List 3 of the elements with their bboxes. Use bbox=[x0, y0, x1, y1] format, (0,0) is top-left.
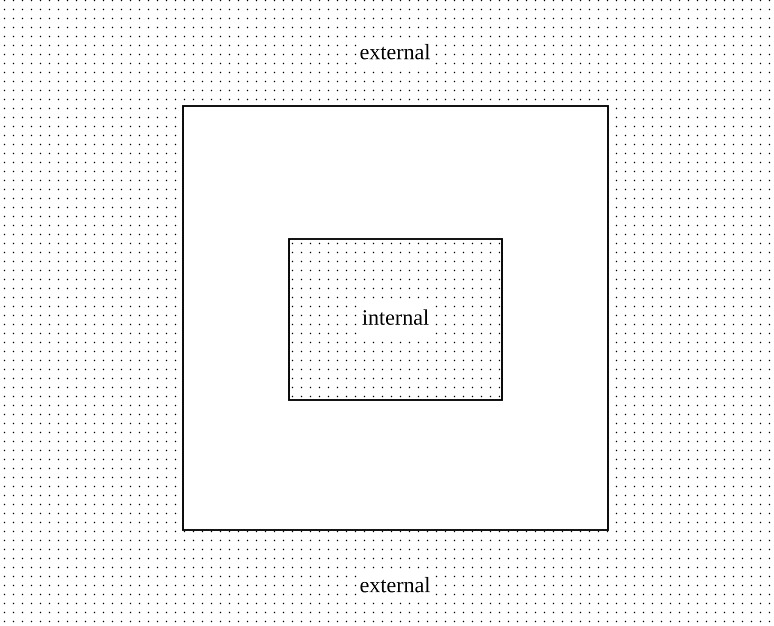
region-label: external bbox=[358, 40, 432, 68]
inner-box: internal bbox=[288, 238, 503, 401]
region-label: external bbox=[358, 572, 432, 601]
